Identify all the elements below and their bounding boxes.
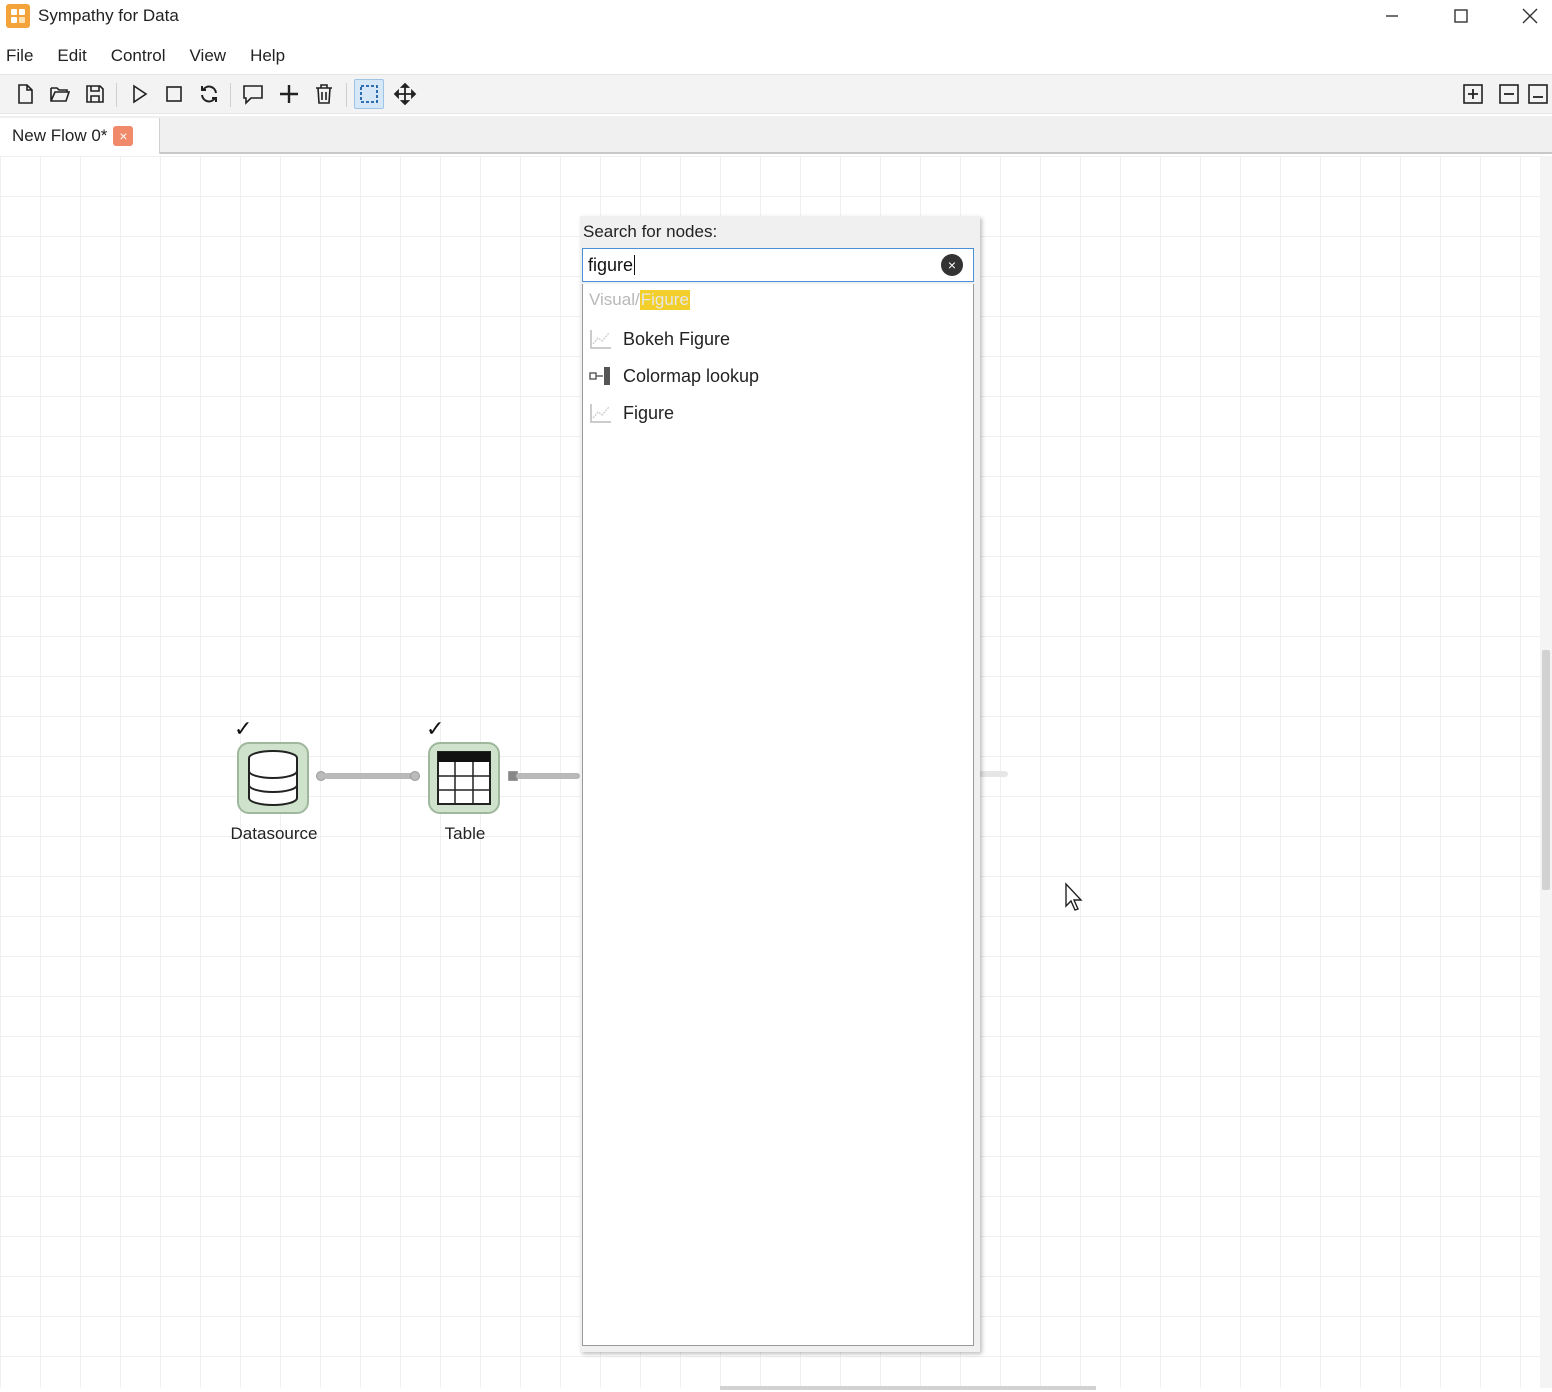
result-label: Colormap lookup <box>623 365 760 386</box>
toolbar <box>0 74 1552 114</box>
chart-icon <box>589 401 613 425</box>
maximize-icon <box>1454 9 1468 23</box>
save-button[interactable] <box>80 79 110 109</box>
flow-tab-bar: New Flow 0* × <box>0 116 1552 154</box>
menu-edit[interactable]: Edit <box>57 46 87 65</box>
title-bar: Sympathy for Data <box>0 0 1552 36</box>
search-input[interactable]: figure × <box>582 248 974 282</box>
zoom-out-button[interactable] <box>1494 79 1524 109</box>
zoom-in-icon <box>1463 84 1483 104</box>
table-icon <box>437 751 491 805</box>
tab-close-icon[interactable]: × <box>113 126 134 146</box>
search-label: Search for nodes: <box>583 222 718 241</box>
stop-icon <box>166 86 182 102</box>
add-icon <box>280 85 298 103</box>
delete-button[interactable] <box>309 79 339 109</box>
input-port[interactable] <box>410 771 420 781</box>
result-item[interactable]: Bokeh Figure <box>583 322 973 356</box>
result-item[interactable]: Figure <box>583 396 973 430</box>
reload-icon <box>201 85 217 103</box>
add-node-button[interactable] <box>274 79 304 109</box>
move-icon <box>393 82 417 106</box>
reload-button[interactable] <box>194 79 224 109</box>
new-flow-button[interactable] <box>10 79 40 109</box>
menu-view[interactable]: View <box>189 46 227 65</box>
trash-icon <box>316 84 332 104</box>
minimize-icon <box>1386 15 1398 17</box>
fit-icon <box>1528 84 1548 104</box>
toolbar-separator <box>116 83 117 107</box>
horizontal-scroll-thumb[interactable] <box>720 1386 1096 1390</box>
database-icon <box>248 750 298 806</box>
save-icon <box>86 85 104 103</box>
mouse-pointer-icon <box>1065 882 1083 911</box>
select-mode-button[interactable] <box>354 79 384 109</box>
search-results-list: Visual/Figure Bokeh Figure Colormap look… <box>582 284 974 1346</box>
zoom-fit-button[interactable] <box>1526 79 1552 109</box>
app-logo-icon <box>6 4 30 28</box>
zoom-in-button[interactable] <box>1458 79 1488 109</box>
comment-icon <box>243 85 263 105</box>
open-folder-icon <box>50 87 71 102</box>
tab-new-flow[interactable]: New Flow 0* × <box>0 118 160 154</box>
new-file-icon <box>18 84 33 104</box>
colormap-icon <box>589 364 613 388</box>
menu-control[interactable]: Control <box>110 46 166 65</box>
maximize-button[interactable] <box>1431 0 1491 32</box>
node-search-popup: Search for nodes: figure × Visual/Figure… <box>580 216 980 1352</box>
menu-bar: File Edit Control View Help <box>0 40 1552 72</box>
select-icon <box>360 85 378 103</box>
result-category: Visual/Figure <box>589 290 690 310</box>
zoom-out-icon <box>1499 84 1519 104</box>
vertical-scroll-thumb[interactable] <box>1542 650 1550 890</box>
node-label-table: Table <box>444 824 486 843</box>
node-table[interactable] <box>428 742 500 814</box>
tab-label: New Flow 0* <box>12 126 108 145</box>
connection-wire[interactable] <box>324 773 414 779</box>
result-label: Bokeh Figure <box>623 328 731 349</box>
node-label-datasource: Datasource <box>230 824 318 843</box>
toolbar-separator <box>346 83 347 107</box>
text-caret <box>634 255 636 275</box>
pan-mode-button[interactable] <box>390 79 420 109</box>
category-match-highlight: Figure <box>639 290 690 310</box>
window-title: Sympathy for Data <box>38 6 179 25</box>
node-status-icon: ✓ <box>426 716 445 741</box>
stop-button[interactable] <box>159 79 189 109</box>
result-item[interactable]: Colormap lookup <box>583 359 973 393</box>
search-input-value: figure <box>588 254 634 275</box>
result-label: Figure <box>623 402 675 423</box>
close-icon <box>1522 8 1538 24</box>
open-button[interactable] <box>45 79 75 109</box>
node-status-icon: ✓ <box>234 716 253 741</box>
close-window-button[interactable] <box>1500 0 1552 32</box>
connection-wire <box>978 771 1008 777</box>
menu-help[interactable]: Help <box>250 46 286 65</box>
chart-icon <box>589 327 613 351</box>
menu-file[interactable]: File <box>6 46 34 65</box>
play-icon <box>133 84 148 104</box>
category-path: Visual/ <box>589 290 640 309</box>
toolbar-separator <box>230 83 231 107</box>
minimize-button[interactable] <box>1362 0 1422 32</box>
add-comment-button[interactable] <box>238 79 268 109</box>
node-datasource[interactable] <box>237 742 309 814</box>
execute-button[interactable] <box>124 79 154 109</box>
clear-search-icon[interactable]: × <box>941 254 963 276</box>
connection-wire[interactable] <box>516 773 580 779</box>
